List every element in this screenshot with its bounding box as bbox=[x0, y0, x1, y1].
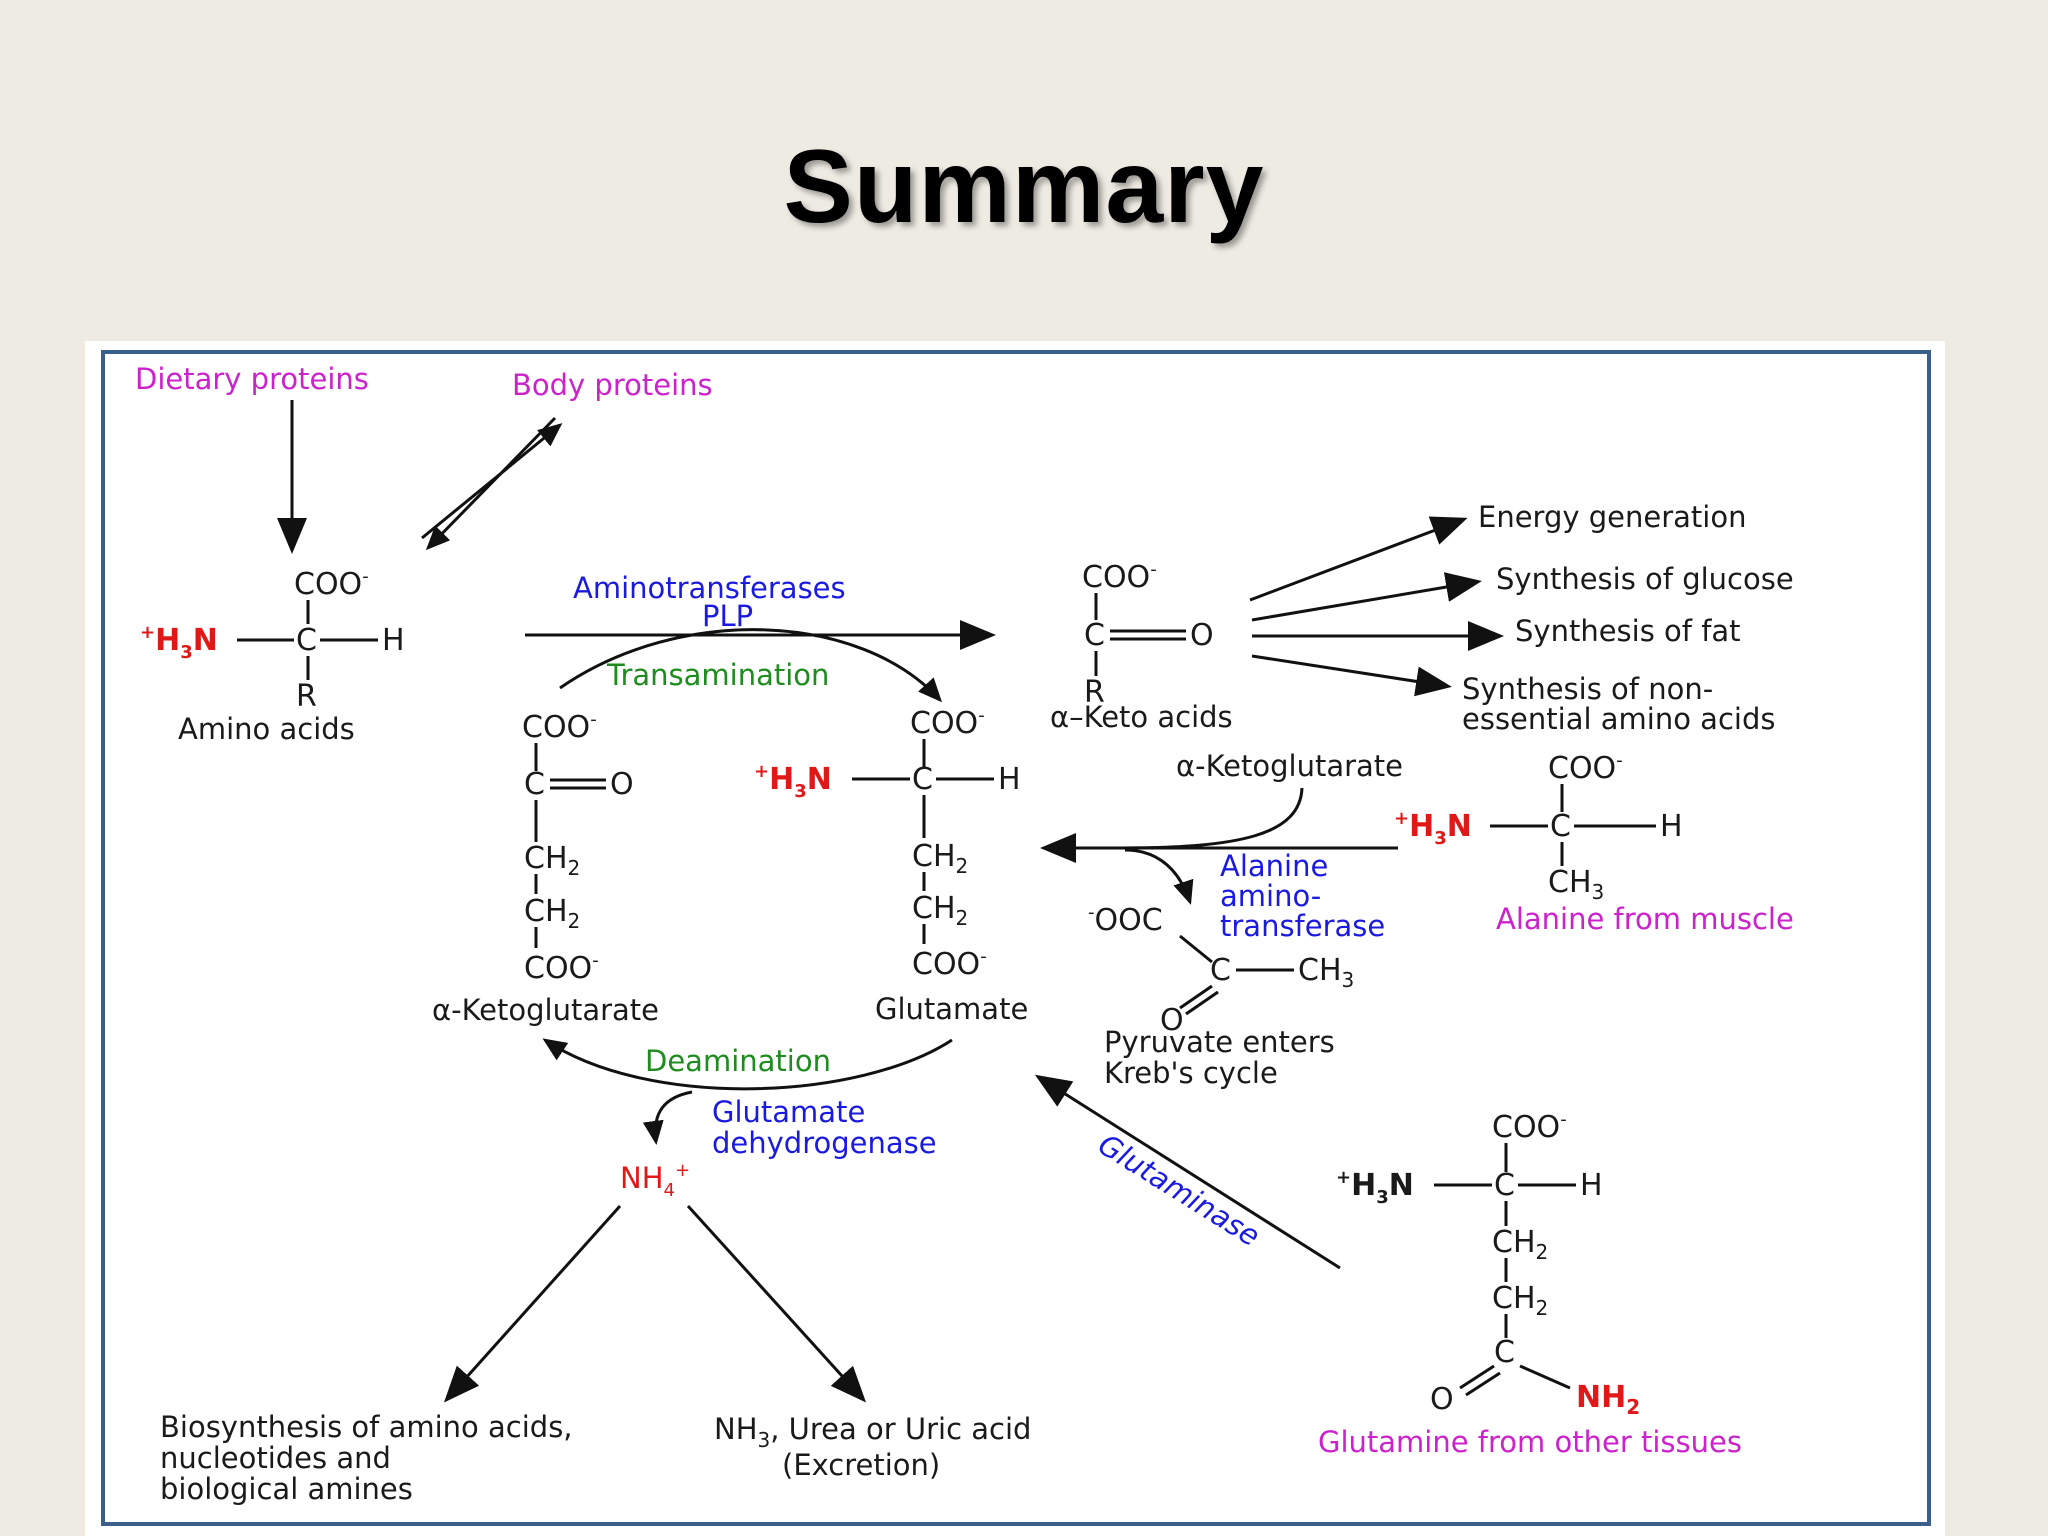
svg-text:CH2: CH2 bbox=[524, 894, 580, 933]
svg-text:C: C bbox=[912, 762, 933, 797]
deamination-arc bbox=[542, 1038, 953, 1091]
synthesis-nonessential-label-1: Synthesis of non- bbox=[1462, 672, 1713, 706]
svg-text:CH3: CH3 bbox=[1298, 953, 1354, 992]
svg-text:COO-: COO- bbox=[910, 705, 985, 741]
deamination-label: Deamination bbox=[645, 1044, 831, 1078]
plp-label: PLP bbox=[702, 599, 753, 633]
svg-text:-OOC: -OOC bbox=[1088, 902, 1163, 938]
body-proteins-label: Body proteins bbox=[512, 368, 713, 402]
alanine-structure: COO- +H3N C H CH3 bbox=[1394, 750, 1683, 904]
alanine-aminotransferase-label-1: Alanine bbox=[1220, 849, 1328, 883]
figure-panel bbox=[85, 341, 1945, 1536]
keto-acids-label: α–Keto acids bbox=[1050, 700, 1233, 734]
glutaminase-label: Glutaminase bbox=[1092, 1127, 1266, 1253]
ketoglutarate-input-arc bbox=[1119, 787, 1304, 850]
nh4-release-arc bbox=[642, 1090, 693, 1145]
svg-text:C: C bbox=[296, 623, 317, 658]
svg-text:C: C bbox=[1494, 1335, 1515, 1370]
slide-title: Summary bbox=[783, 129, 1265, 245]
svg-text:CH2: CH2 bbox=[1492, 1225, 1548, 1264]
alanine-aminotransferase-label-3: transferase bbox=[1220, 909, 1385, 943]
svg-text:CH3: CH3 bbox=[1548, 865, 1604, 904]
svg-text:COO-: COO- bbox=[522, 709, 597, 745]
glutamate-dehydrogenase-label-1: Glutamate bbox=[712, 1095, 865, 1129]
glutamate-label: Glutamate bbox=[875, 992, 1028, 1026]
svg-text:O: O bbox=[1190, 618, 1214, 653]
pyruvate-label-1: Pyruvate enters bbox=[1104, 1025, 1335, 1059]
amino-acid-structure: COO- +H3N C H R bbox=[140, 566, 405, 714]
svg-text:+H3N: +H3N bbox=[1336, 1167, 1414, 1208]
svg-text:COO-: COO- bbox=[1492, 1109, 1567, 1145]
nonessential-arrow bbox=[1251, 654, 1452, 697]
alpha-ketoglutarate-right-label: α-Ketoglutarate bbox=[1176, 749, 1403, 783]
excretion-label-1: NH3, Urea or Uric acid bbox=[714, 1412, 1031, 1452]
alpha-ketoglutarate-left-label: α-Ketoglutarate bbox=[432, 993, 659, 1027]
svg-text:O: O bbox=[1430, 1382, 1454, 1417]
svg-text:C: C bbox=[1550, 809, 1571, 844]
svg-text:+H3N: +H3N bbox=[140, 622, 218, 663]
glutamine-from-tissues-label: Glutamine from other tissues bbox=[1318, 1425, 1742, 1459]
glucose-arrow bbox=[1251, 572, 1482, 622]
biosynthesis-label-1: Biosynthesis of amino acids, bbox=[160, 1410, 573, 1444]
amino-to-body-arrow bbox=[421, 423, 563, 540]
svg-text:C: C bbox=[1084, 618, 1105, 653]
svg-text:CH2: CH2 bbox=[1492, 1281, 1548, 1320]
svg-text:H: H bbox=[382, 623, 405, 658]
glutamate-dehydrogenase-label-2: dehydrogenase bbox=[712, 1126, 937, 1160]
svg-text:COO-: COO- bbox=[294, 566, 369, 602]
svg-text:+H3N: +H3N bbox=[1394, 808, 1472, 849]
pyruvate-label-2: Kreb's cycle bbox=[1104, 1056, 1278, 1090]
svg-text:CH2: CH2 bbox=[524, 841, 580, 880]
alanine-aminotransferase-label-2: amino- bbox=[1220, 879, 1321, 913]
pyruvate-output-arc bbox=[1124, 848, 1194, 905]
svg-text:COO-: COO- bbox=[1082, 559, 1157, 595]
svg-text:O: O bbox=[610, 767, 634, 802]
energy-arrow bbox=[1249, 516, 1468, 602]
pyruvate-structure: -OOC C CH3 O bbox=[1088, 902, 1354, 1038]
transamination-label: Transamination bbox=[606, 658, 829, 692]
svg-text:COO-: COO- bbox=[912, 946, 987, 982]
svg-text:H: H bbox=[1580, 1168, 1603, 1203]
svg-text:COO-: COO- bbox=[1548, 750, 1623, 786]
dietary-proteins-label: Dietary proteins bbox=[135, 362, 369, 396]
svg-text:R: R bbox=[1084, 675, 1105, 710]
svg-text:H: H bbox=[1660, 809, 1683, 844]
excretion-arrow bbox=[686, 1204, 867, 1403]
figure-frame bbox=[101, 350, 1931, 1526]
svg-text:R: R bbox=[296, 679, 317, 714]
aminotransferases-label: Aminotransferases bbox=[573, 571, 846, 605]
synthesis-glucose-label: Synthesis of glucose bbox=[1496, 562, 1794, 596]
svg-text:NH2: NH2 bbox=[1576, 1380, 1640, 1419]
biosynthesis-arrow bbox=[443, 1204, 622, 1403]
glutaminase-arrow bbox=[1034, 1074, 1341, 1270]
synthesis-nonessential-label-2: essential amino acids bbox=[1462, 702, 1775, 736]
excretion-label-2: (Excretion) bbox=[782, 1448, 940, 1482]
transamination-arc bbox=[559, 628, 943, 703]
biosynthesis-label-2: nucleotides and bbox=[160, 1441, 391, 1475]
nh4-label: NH4+ bbox=[620, 1160, 690, 1201]
glutamate-structure: COO- +H3N C H CH2 CH2 COO- bbox=[754, 705, 1021, 982]
biosynthesis-label-3: biological amines bbox=[160, 1472, 413, 1506]
keto-acid-structure: COO- C O R bbox=[1082, 559, 1214, 710]
synthesis-fat-label: Synthesis of fat bbox=[1515, 614, 1741, 648]
svg-text:C: C bbox=[524, 767, 545, 802]
svg-text:H: H bbox=[998, 762, 1021, 797]
alpha-ketoglutarate-structure: COO- C O CH2 CH2 COO- bbox=[522, 709, 634, 986]
svg-text:O: O bbox=[1160, 1003, 1184, 1038]
amino-acids-label: Amino acids bbox=[178, 712, 355, 746]
svg-text:+H3N: +H3N bbox=[754, 761, 832, 802]
alanine-from-muscle-label: Alanine from muscle bbox=[1496, 902, 1794, 936]
svg-text:CH2: CH2 bbox=[912, 839, 968, 878]
svg-text:COO-: COO- bbox=[524, 950, 599, 986]
glutamine-structure: COO- +H3N C H CH2 CH2 C O NH2 bbox=[1336, 1109, 1640, 1419]
svg-text:CH2: CH2 bbox=[912, 891, 968, 930]
svg-text:C: C bbox=[1210, 953, 1231, 988]
svg-text:C: C bbox=[1494, 1168, 1515, 1203]
energy-generation-label: Energy generation bbox=[1478, 500, 1746, 534]
